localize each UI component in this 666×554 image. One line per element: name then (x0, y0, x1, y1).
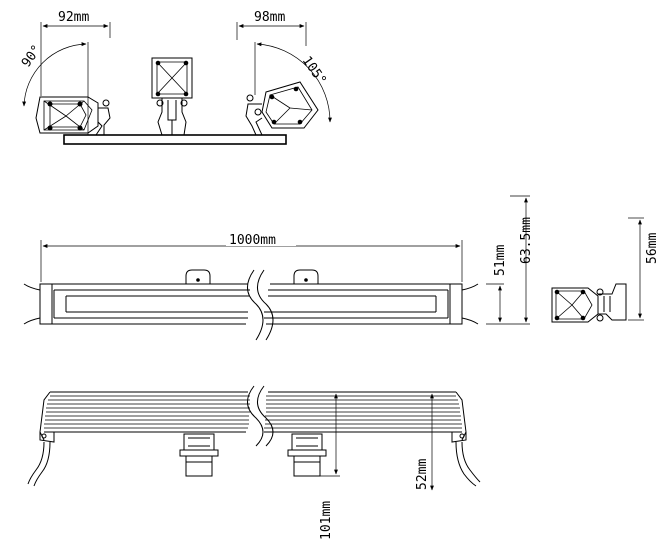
mount-bracket-1 (179, 433, 219, 477)
dim-length: 1000mm (229, 233, 276, 248)
dim-right-offset: 98mm (254, 10, 285, 25)
top-view: 92mm 98mm 90° 105° (19, 10, 332, 145)
dim-right-angle: 105° (299, 54, 329, 88)
side-dimensions: 51mm 63.5mm 56mm (486, 195, 660, 325)
right-fixture (245, 81, 319, 136)
side-view (551, 283, 627, 323)
dim-bracket-height: 56mm (645, 233, 660, 264)
dim-total-depth: 101mm (319, 501, 334, 540)
bottom-view: 52mm 101mm (27, 385, 481, 540)
dim-body-height: 51mm (493, 245, 508, 276)
front-view: 1000mm (23, 232, 479, 341)
dim-total-height: 63.5mm (519, 217, 534, 264)
left-fixture (35, 96, 111, 136)
dim-bracket-depth: 52mm (415, 459, 430, 490)
center-fixture (151, 57, 193, 136)
dim-left-offset: 92mm (58, 10, 89, 25)
base-plate (63, 134, 287, 145)
mount-bracket-2 (287, 433, 327, 477)
